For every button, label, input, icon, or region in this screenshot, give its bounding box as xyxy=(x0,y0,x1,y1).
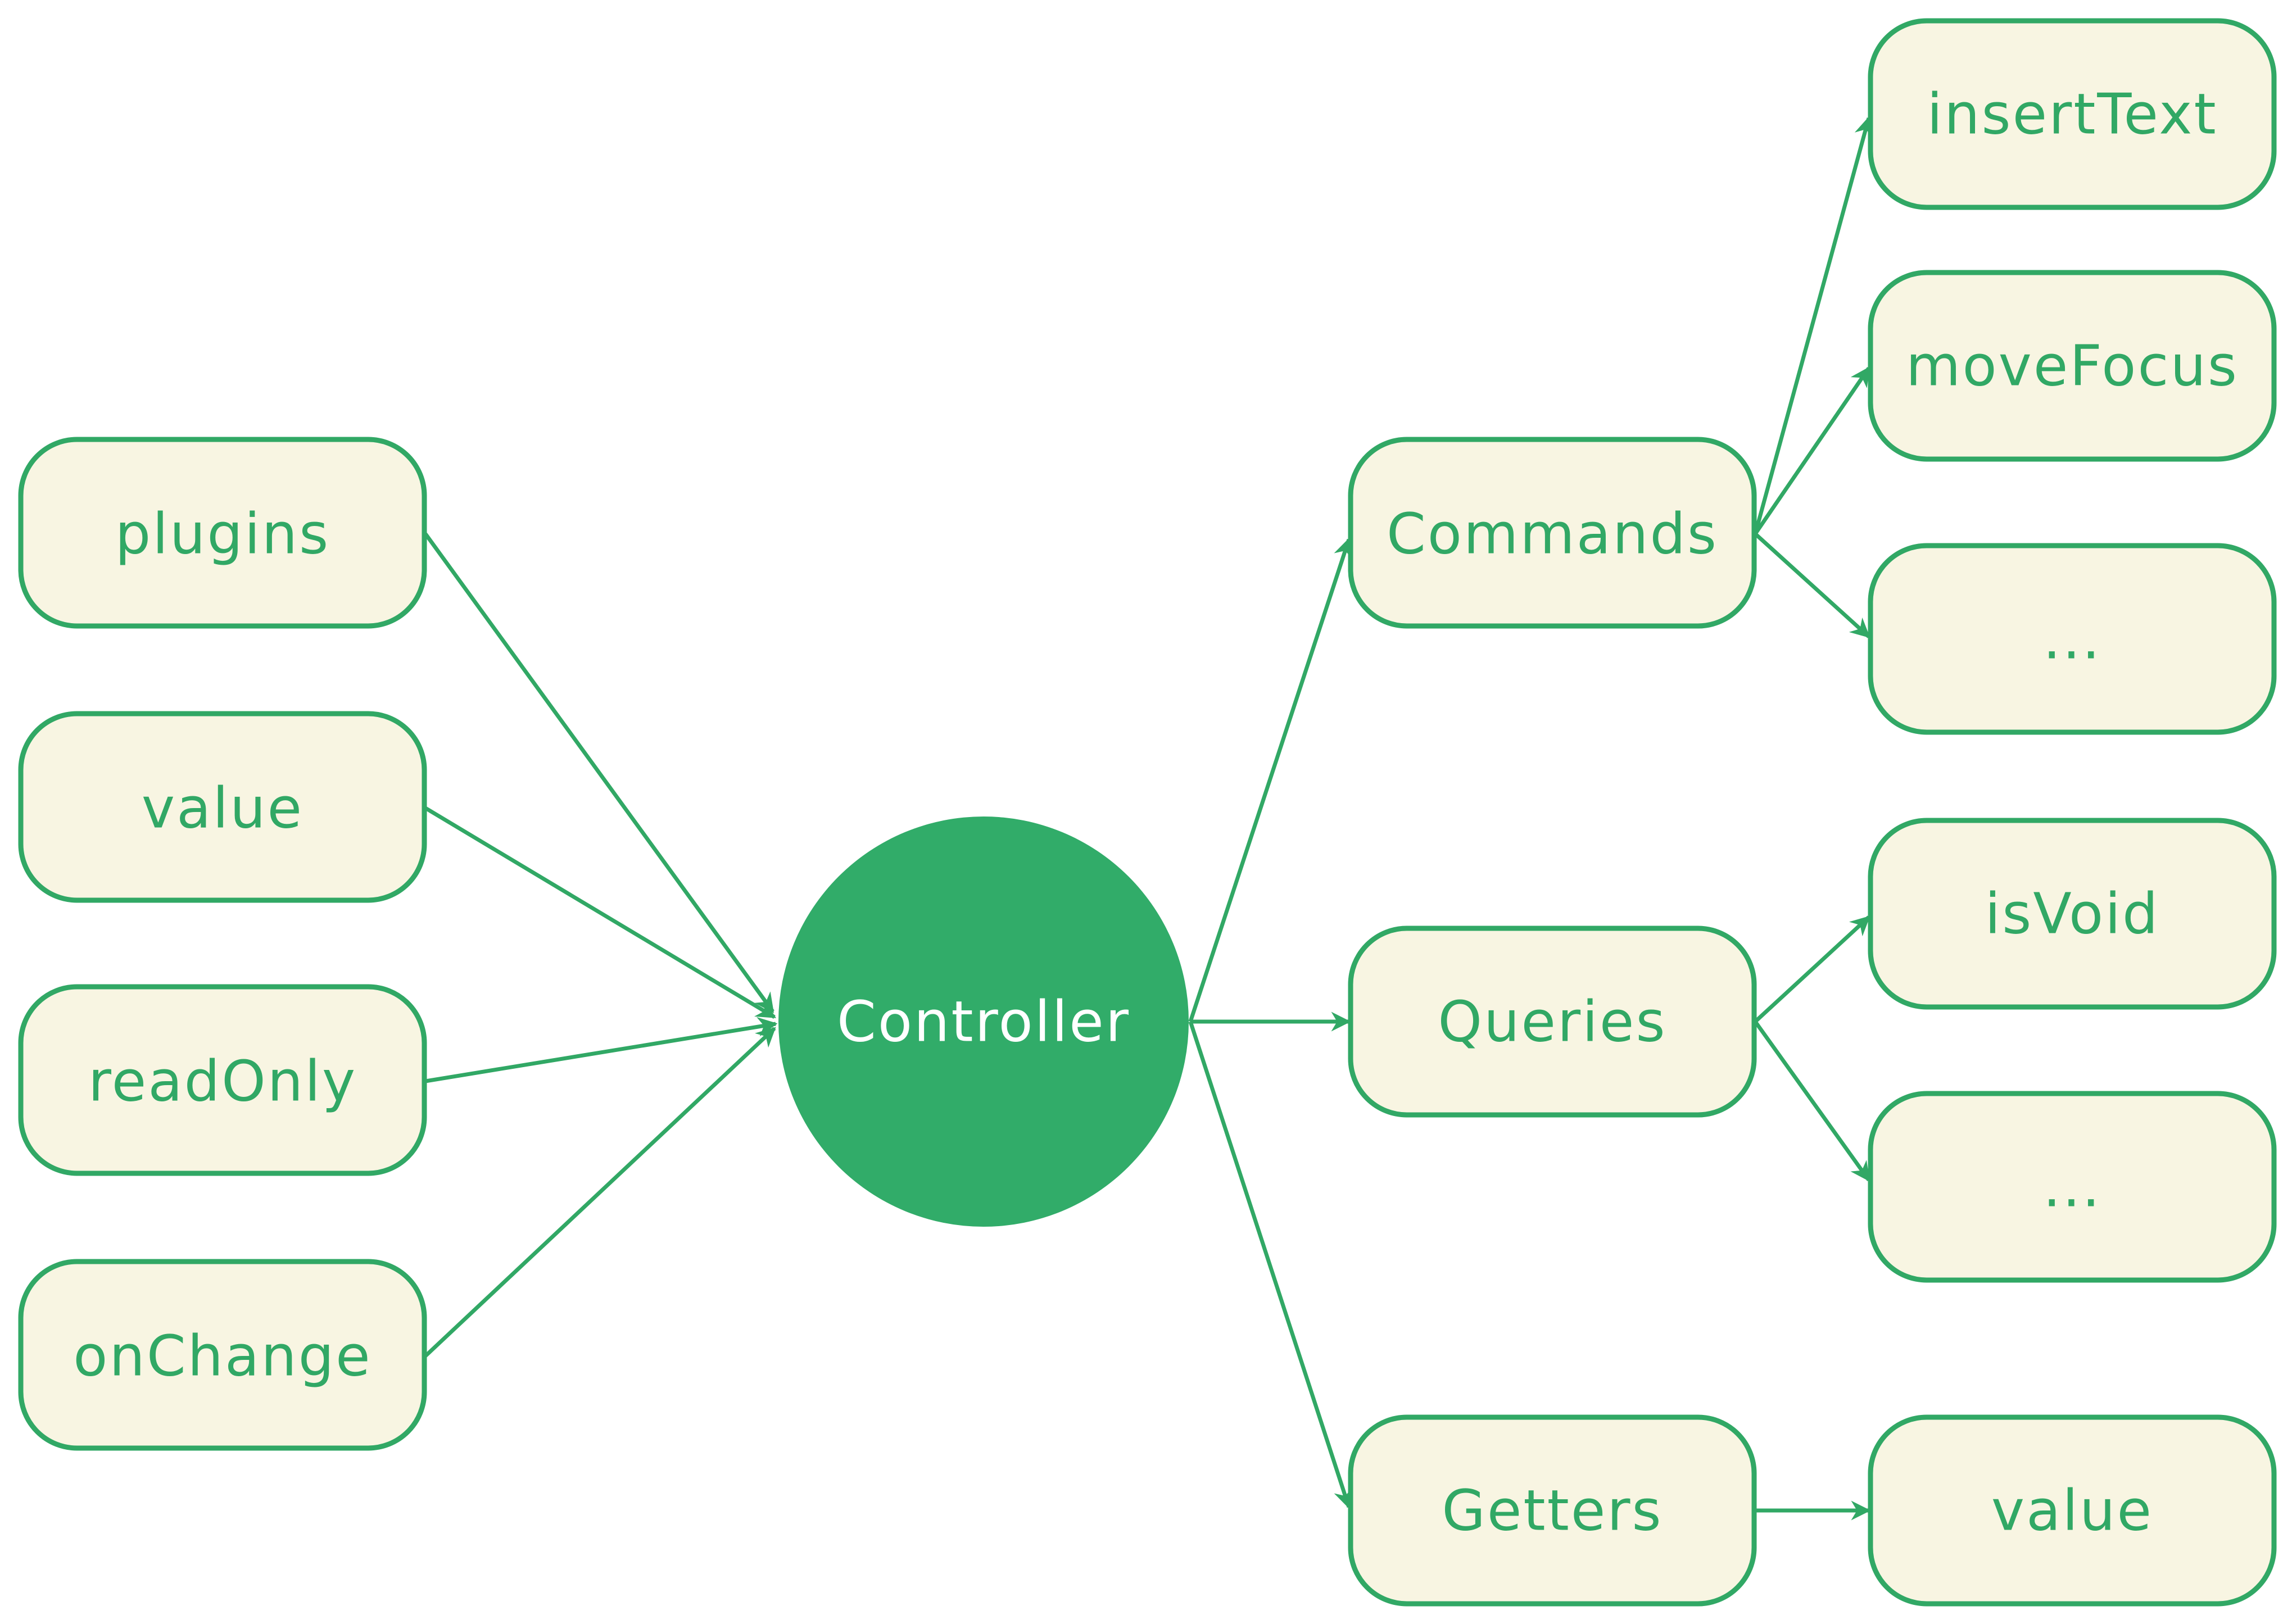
edge-controller-commands xyxy=(1188,537,1353,1023)
input-node-plugins: plugins xyxy=(18,437,427,629)
edge-commands-movefocus xyxy=(1754,366,1870,535)
leaf-node-getters-value-label: value xyxy=(1991,1478,2153,1544)
group-node-getters-label: Getters xyxy=(1442,1478,1663,1544)
edge-readonly-controller xyxy=(425,1017,778,1083)
input-node-onchange: onChange xyxy=(18,1259,427,1451)
group-node-queries: Queries xyxy=(1348,926,1757,1118)
leaf-node-isvoid: isVoid xyxy=(1868,818,2277,1010)
edge-commands-more xyxy=(1754,532,1870,638)
leaf-node-queries-more: ... xyxy=(1868,1091,2277,1283)
leaf-node-isvoid-label: isVoid xyxy=(1985,881,2160,947)
leaf-node-inserttext: insertText xyxy=(1868,18,2277,210)
group-node-getters: Getters xyxy=(1348,1414,1757,1607)
leaf-node-commands-more-label: ... xyxy=(2043,606,2101,672)
input-node-value-label: value xyxy=(142,775,304,841)
leaf-node-movefocus-label: moveFocus xyxy=(1906,333,2239,399)
group-node-commands-label: Commands xyxy=(1387,501,1718,567)
leaf-node-queries-more-label: ... xyxy=(2043,1154,2101,1220)
input-node-readonly: readOnly xyxy=(18,984,427,1176)
edge-onchange-controller xyxy=(424,1027,776,1358)
leaf-node-inserttext-label: insertText xyxy=(1927,81,2217,147)
leaf-node-getters-value: value xyxy=(1868,1414,2277,1607)
group-node-commands: Commands xyxy=(1348,437,1757,629)
input-node-value: value xyxy=(18,711,427,903)
edge-commands-inserttext xyxy=(1753,116,1874,534)
leaf-node-movefocus: moveFocus xyxy=(1868,270,2277,462)
leaf-node-commands-more: ... xyxy=(1868,543,2277,735)
input-node-plugins-label: plugins xyxy=(115,501,330,567)
edge-plugins-controller xyxy=(424,532,774,1013)
edge-controller-getters xyxy=(1188,1020,1353,1509)
edge-queries-isvoid xyxy=(1754,915,1870,1023)
edge-queries-more xyxy=(1754,1020,1870,1182)
input-node-readonly-label: readOnly xyxy=(88,1049,357,1114)
controller-node-label: Controller xyxy=(837,989,1130,1055)
controller-node: Controller xyxy=(778,816,1189,1227)
edge-value-controller xyxy=(424,806,777,1019)
input-node-onchange-label: onChange xyxy=(73,1323,372,1389)
group-node-queries-label: Queries xyxy=(1438,989,1666,1055)
